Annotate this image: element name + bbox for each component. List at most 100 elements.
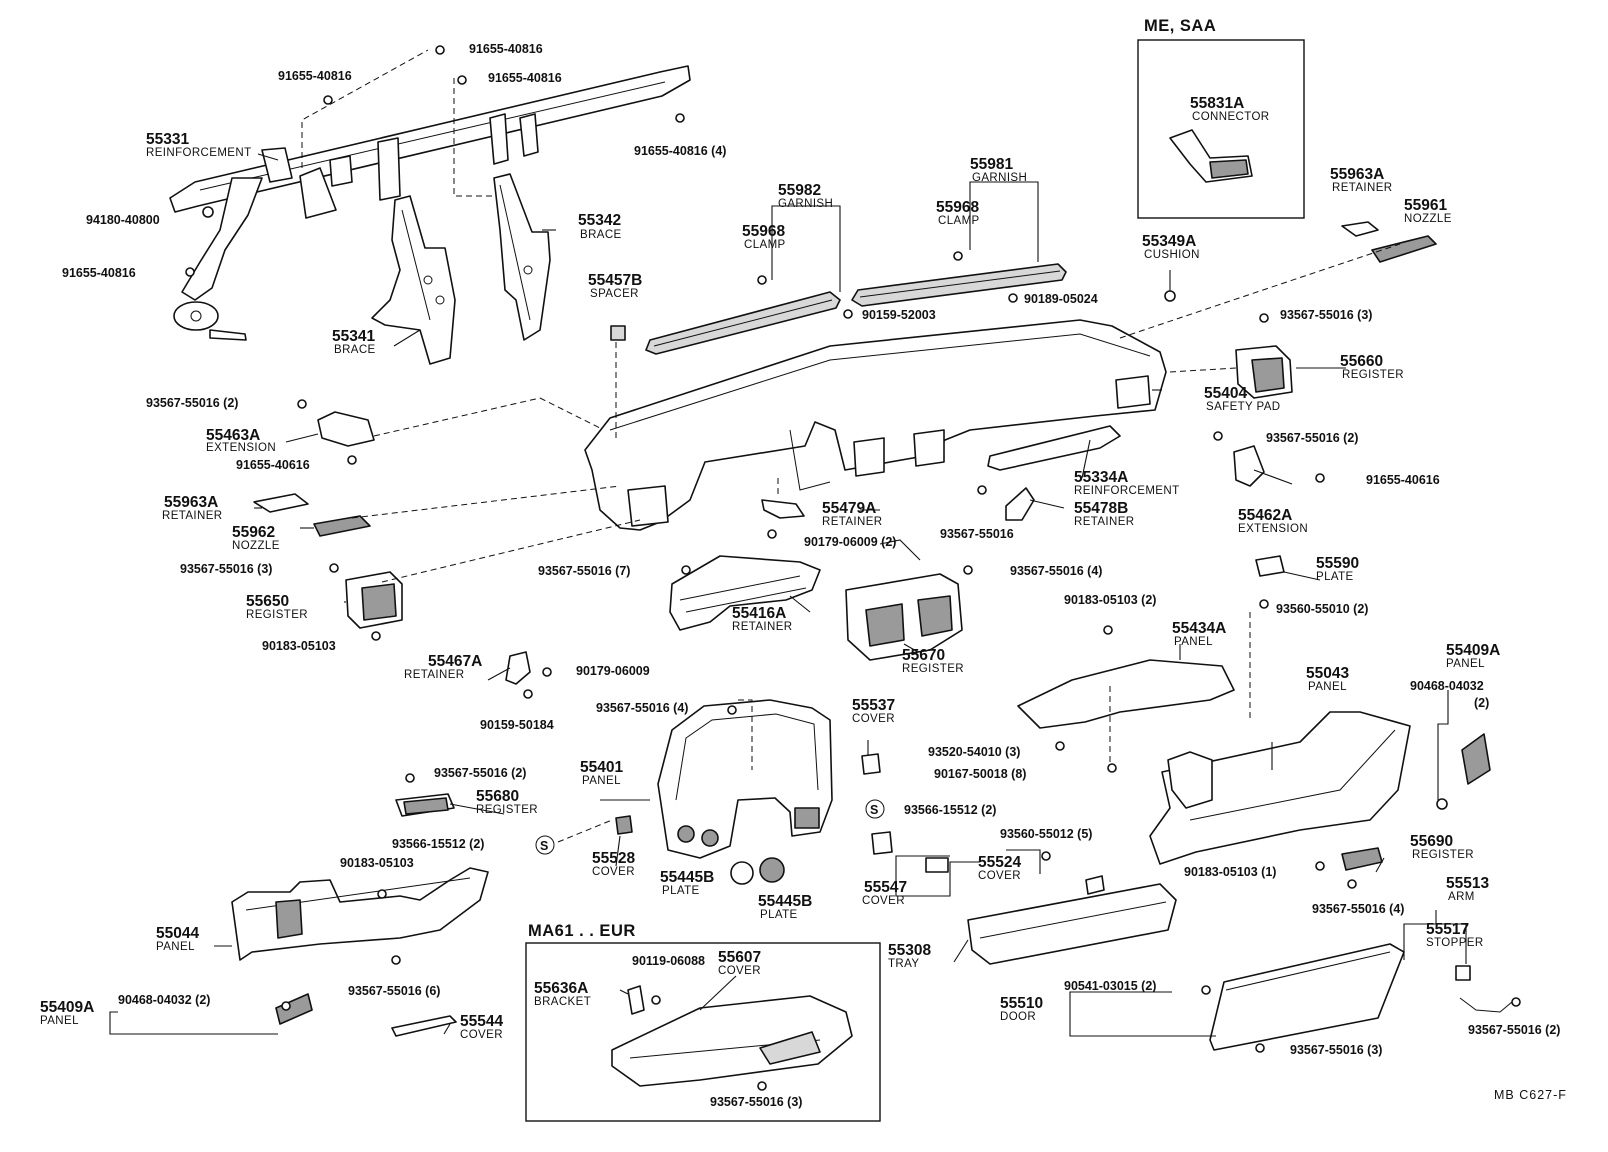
- callout-55650-label: REGISTER: [246, 609, 308, 621]
- callout-55479a-number: 55479A: [822, 500, 876, 517]
- callout-93567-55016-mid: 93567-55016: [940, 527, 1014, 541]
- safety-pad-55404-drawing: [584, 319, 1167, 531]
- callout-55463a-number: 55463A: [206, 427, 260, 444]
- me-saa-title: ME, SAA: [1144, 17, 1216, 35]
- cover-55524-drawing: [925, 857, 949, 873]
- cover-55607-drawing: [611, 995, 853, 1087]
- callout-55981-number: 55981: [970, 156, 1013, 173]
- callout-55831a-number: 55831A: [1190, 95, 1244, 112]
- callout-55401-number: 55401: [580, 759, 623, 776]
- svg-text:S: S: [540, 839, 548, 853]
- callout-93567-55016-2-right: 93567-55016 (2): [1266, 431, 1358, 445]
- callout-55670-number: 55670: [902, 647, 945, 664]
- callout-55968b-label: CLAMP: [938, 215, 980, 227]
- fasteners: [185, 45, 1521, 1091]
- garnish-55982-drawing: [645, 291, 841, 355]
- retainer-55479a-drawing: [761, 499, 805, 519]
- callout-55457b-number: 55457B: [588, 272, 642, 289]
- callout-55331-number: 55331: [146, 131, 189, 148]
- panel-55409a-left-drawing: [275, 993, 313, 1025]
- reinforcement-55334a-drawing: [987, 425, 1121, 471]
- callout-55445b-b-number: 55445B: [758, 893, 812, 910]
- callout-55342-label: BRACE: [580, 229, 622, 241]
- callout-90183-05103-2: 90183-05103 (2): [1064, 593, 1156, 607]
- callout-55462a-number: 55462A: [1238, 507, 1292, 524]
- callout-91655-40816-b: 91655-40816: [278, 69, 352, 83]
- callout-55467a-number: 55467A: [428, 653, 482, 670]
- callout-93567-55016-2-center: 93567-55016 (2): [434, 766, 526, 780]
- cover-55537-drawing: [861, 753, 881, 775]
- callout-90468-04032-right: 90468-04032: [1410, 679, 1484, 693]
- callout-55467a-label: RETAINER: [404, 669, 465, 681]
- callout-91655-40816-4: 91655-40816 (4): [634, 144, 726, 158]
- callout-55547-number: 55547: [864, 879, 907, 896]
- callout-55680-number: 55680: [476, 788, 519, 805]
- cover-55528-drawing: [615, 815, 633, 835]
- retainer-55963a-left-drawing: [253, 493, 309, 513]
- retainer-55416a-drawing: [669, 555, 821, 631]
- brace-55341-drawing: [371, 195, 456, 365]
- callout-55670-label: REGISTER: [902, 663, 964, 675]
- callout-93567-55016-3-bottom: 93567-55016 (3): [710, 1095, 802, 1109]
- leader-lines: [109, 153, 1467, 1037]
- callout-55982-label: GARNISH: [778, 198, 833, 210]
- retainer-55467a-drawing: [505, 651, 531, 685]
- connector-55831a-drawing: [1169, 129, 1253, 183]
- nozzle-55961-drawing: [1371, 235, 1437, 263]
- callout-55478b-number: 55478B: [1074, 500, 1128, 517]
- callout-55962-label: NOZZLE: [232, 540, 280, 552]
- panel-55044-drawing: [231, 867, 489, 961]
- callout-55478b-label: RETAINER: [1074, 516, 1135, 528]
- plate-55445b-a-drawing: [730, 861, 754, 885]
- tray-55308-drawing: [967, 875, 1177, 965]
- cover-55547-drawing: [871, 831, 893, 855]
- register-55670-drawing: [845, 573, 963, 661]
- callout-55680-label: REGISTER: [476, 804, 538, 816]
- callout-90183-05103-b: 90183-05103: [340, 856, 414, 870]
- callout-93567-55016-3-right: 93567-55016 (3): [1280, 308, 1372, 322]
- callout-90468-04032-right-qty: (2): [1474, 696, 1489, 710]
- callout-93567-55016-3-door: 93567-55016 (3): [1290, 1043, 1382, 1057]
- callout-55445b-b-label: PLATE: [760, 909, 798, 921]
- callout-93567-55016-4-right: 93567-55016 (4): [1312, 902, 1404, 916]
- callout-90189-05024: 90189-05024: [1024, 292, 1098, 306]
- callout-55607-label: COVER: [718, 965, 761, 977]
- me-saa-box: ME, SAA: [1137, 17, 1305, 219]
- callout-55968a-label: CLAMP: [744, 239, 786, 251]
- callout-55517-number: 55517: [1426, 921, 1469, 938]
- callout-91655-40616-left: 91655-40616: [236, 458, 310, 472]
- panel-55401-drawing: [657, 699, 833, 859]
- register-55680-drawing: [395, 793, 455, 817]
- spacer-55457b-drawing: [610, 325, 626, 341]
- callout-55547-label: COVER: [862, 895, 905, 907]
- callout-55510-number: 55510: [1000, 995, 1043, 1012]
- callout-55334a-label: REINFORCEMENT: [1074, 485, 1180, 497]
- callout-93567-55016-4-center: 93567-55016 (4): [596, 701, 688, 715]
- callout-55349a-number: 55349A: [1142, 233, 1196, 250]
- extension-55463a-drawing: [317, 411, 375, 447]
- callout-91655-40616-right: 91655-40616: [1366, 473, 1440, 487]
- reinforcement-55331-drawing: [169, 65, 691, 341]
- callout-55528-number: 55528: [592, 850, 635, 867]
- callout-55537-label: COVER: [852, 713, 895, 725]
- callout-55968a-number: 55968: [742, 223, 785, 240]
- retainer-55478b-drawing: [1005, 487, 1035, 521]
- callout-94180-40800: 94180-40800: [86, 213, 160, 227]
- callout-93567-55016-2-far-right: 93567-55016 (2): [1468, 1023, 1560, 1037]
- callout-90183-05103-1: 90183-05103 (1): [1184, 865, 1276, 879]
- callout-93560-55010-2: 93560-55010 (2): [1276, 602, 1368, 616]
- callout-55537-number: 55537: [852, 697, 895, 714]
- callout-55963a-left-number: 55963A: [164, 494, 218, 511]
- callout-93567-55016-4-mid: 93567-55016 (4): [1010, 564, 1102, 578]
- callout-55479a-label: RETAINER: [822, 516, 883, 528]
- callout-55404-label: SAFETY PAD: [1206, 401, 1281, 413]
- garnish-55981-drawing: [851, 263, 1067, 307]
- callout-55349a-label: CUSHION: [1144, 249, 1200, 261]
- callout-55961-label: NOZZLE: [1404, 213, 1452, 225]
- drawing-code: MB C627-F: [1494, 1088, 1567, 1102]
- callout-90159-52003: 90159-52003: [862, 308, 936, 322]
- callout-55409a-right-number: 55409A: [1446, 642, 1500, 659]
- callout-55342-number: 55342: [578, 212, 621, 229]
- callout-55607-number: 55607: [718, 949, 761, 966]
